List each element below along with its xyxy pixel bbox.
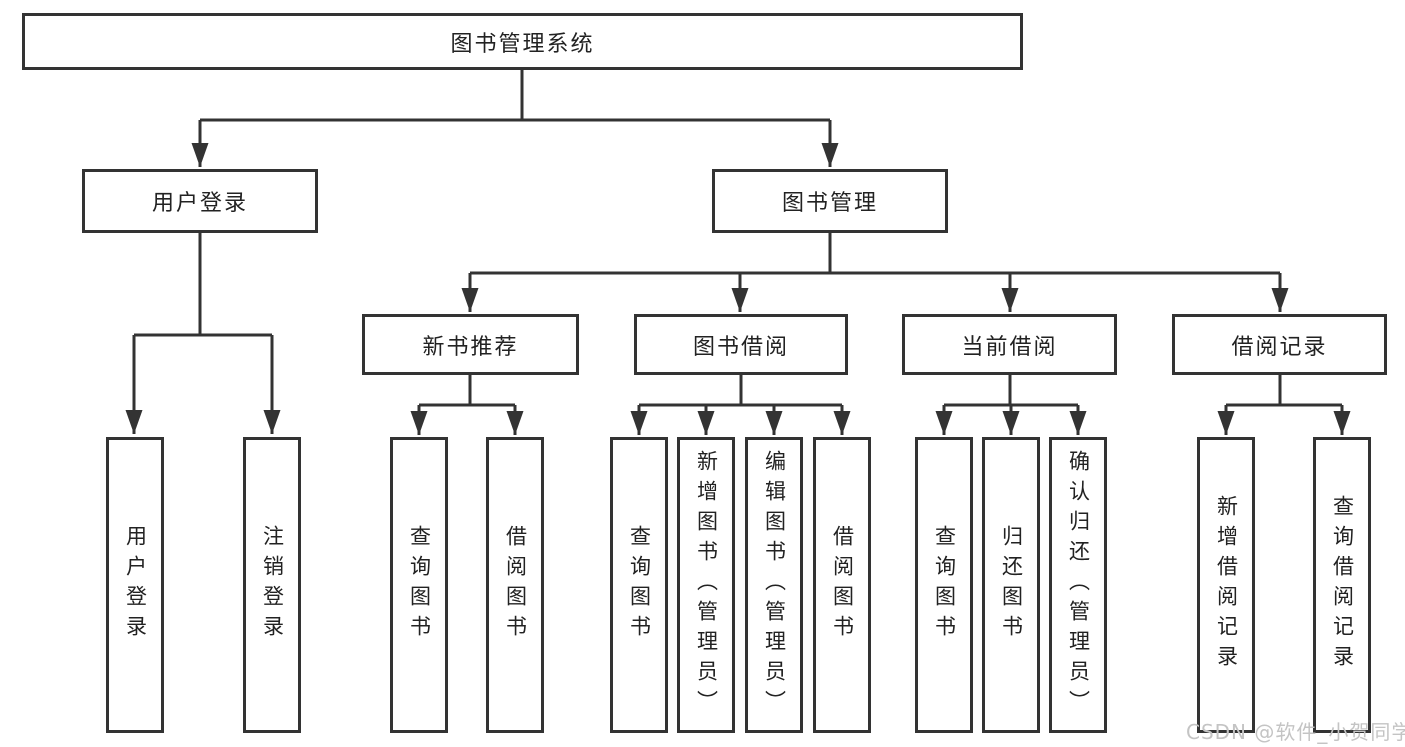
- leaf-add-borrow-record: 新增借阅记录: [1197, 437, 1255, 733]
- leaf-logout-label: 注销登录: [260, 525, 285, 645]
- node-new-book-recommendation-label: 新书推荐: [422, 334, 519, 360]
- leaf-query-books-current-label: 查询图书: [932, 525, 957, 645]
- node-book-management-label: 图书管理: [781, 191, 878, 216]
- node-book-borrowing: 图书借阅: [634, 314, 848, 375]
- leaf-return-books: 归还图书: [982, 437, 1040, 733]
- leaf-query-borrow-record-label: 查询借阅记录: [1330, 495, 1355, 675]
- node-user-login: 用户登录: [82, 169, 318, 233]
- leaf-confirm-return-admin: 确认归还（管理员）: [1049, 437, 1107, 733]
- node-user-login-label: 用户登录: [151, 191, 248, 216]
- leaf-borrow-books-recommend: 借阅图书: [486, 437, 544, 733]
- leaf-query-books-borrowing-label: 查询图书: [627, 525, 652, 645]
- leaf-query-books-recommend: 查询图书: [390, 437, 448, 733]
- leaf-add-books-admin: 新增图书（管理员）: [677, 437, 735, 733]
- leaf-user-login: 用户登录: [106, 437, 164, 733]
- leaf-borrow-books: 借阅图书: [813, 437, 871, 733]
- node-book-borrowing-label: 图书借阅: [692, 334, 789, 360]
- leaf-edit-books-admin: 编辑图书（管理员）: [745, 437, 803, 733]
- node-new-book-recommendation: 新书推荐: [362, 314, 579, 375]
- leaf-query-borrow-record: 查询借阅记录: [1313, 437, 1371, 733]
- leaf-logout: 注销登录: [243, 437, 301, 733]
- node-current-borrowing: 当前借阅: [902, 314, 1117, 375]
- leaf-add-books-admin-label: 新增图书（管理员）: [694, 450, 719, 720]
- leaf-query-books-recommend-label: 查询图书: [407, 525, 432, 645]
- leaf-user-login-label: 用户登录: [123, 525, 148, 645]
- node-root: 图书管理系统: [22, 13, 1023, 70]
- watermark-text: CSDN @软件_小贺同学: [1186, 720, 1405, 744]
- leaf-query-books-current: 查询图书: [915, 437, 973, 733]
- leaf-query-books-borrowing: 查询图书: [610, 437, 668, 733]
- leaf-borrow-books-recommend-label: 借阅图书: [503, 525, 528, 645]
- node-current-borrowing-label: 当前借阅: [961, 334, 1058, 360]
- leaf-add-borrow-record-label: 新增借阅记录: [1214, 495, 1239, 675]
- node-book-management: 图书管理: [712, 169, 948, 233]
- node-borrowing-records-label: 借阅记录: [1231, 334, 1328, 360]
- leaf-return-books-label: 归还图书: [999, 525, 1024, 645]
- leaf-borrow-books-label: 借阅图书: [830, 525, 855, 645]
- node-borrowing-records: 借阅记录: [1172, 314, 1387, 375]
- leaf-confirm-return-admin-label: 确认归还（管理员）: [1066, 450, 1091, 720]
- node-root-label: 图书管理系统: [450, 31, 595, 57]
- leaf-edit-books-admin-label: 编辑图书（管理员）: [762, 450, 787, 720]
